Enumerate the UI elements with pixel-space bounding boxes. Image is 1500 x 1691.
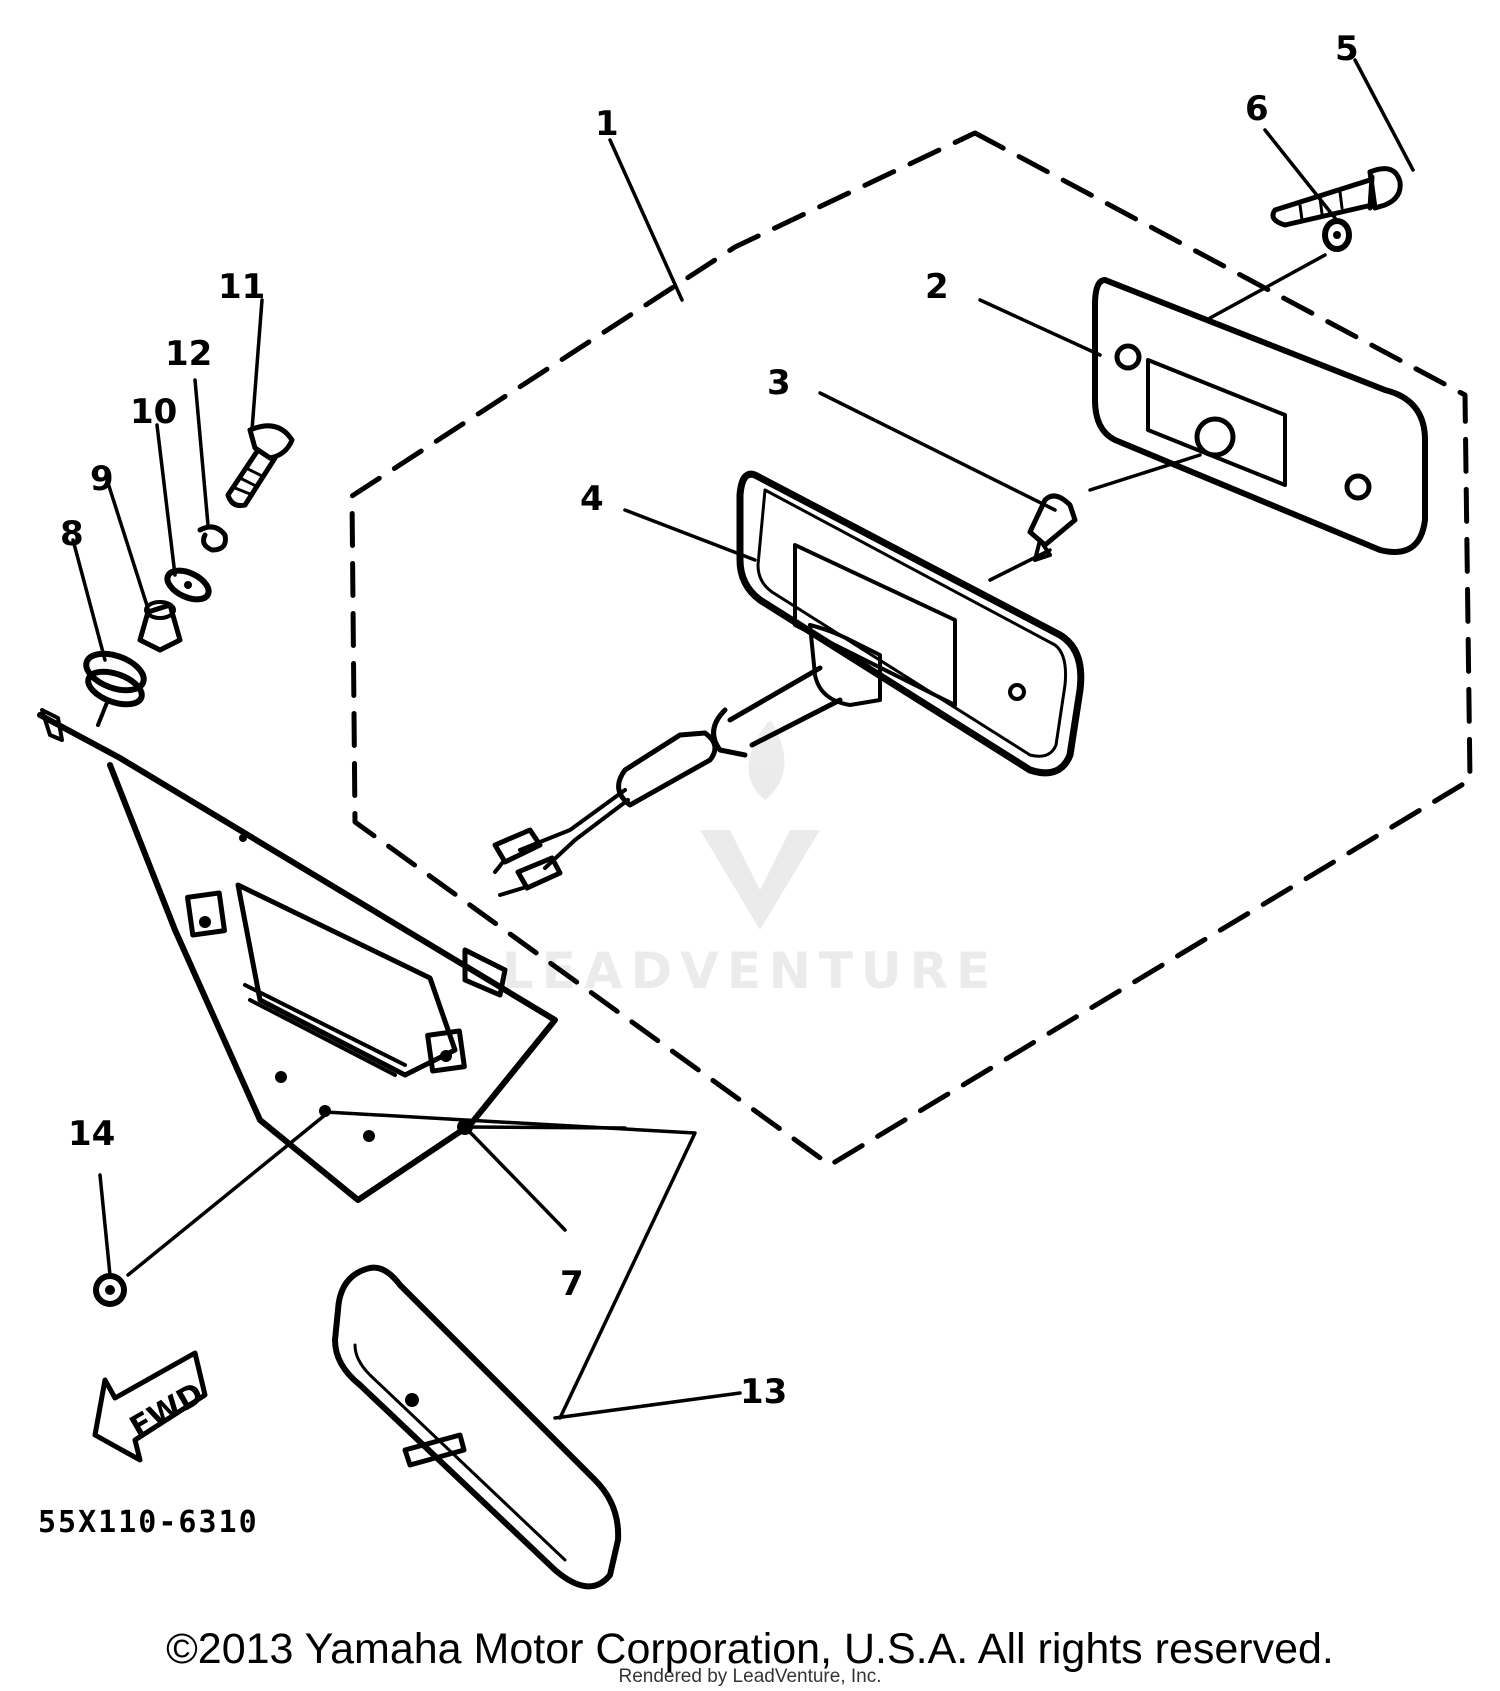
watermark-v-logo-icon xyxy=(700,830,820,930)
part-8-grommet xyxy=(83,650,147,727)
callout-7: 7 xyxy=(560,1264,584,1304)
part-3-bulb xyxy=(1027,493,1078,562)
callout-5: 5 xyxy=(1335,29,1359,69)
copyright-notice: ©2013 Yamaha Motor Corporation, U.S.A. A… xyxy=(166,1625,1334,1673)
watermark-text: LEADVENTURE xyxy=(502,942,998,1000)
callout-9: 9 xyxy=(90,459,114,499)
rendered-by-notice: Rendered by LeadVenture, Inc. xyxy=(618,1666,882,1687)
part-6-washer xyxy=(1322,218,1352,252)
fwd-arrow-icon: FWD xyxy=(92,1350,210,1463)
part-12-spring-washer xyxy=(197,524,228,553)
part-13-reflector xyxy=(332,1264,622,1590)
callout-6: 6 xyxy=(1245,89,1269,129)
callout-10: 10 xyxy=(130,392,177,432)
leader-lines xyxy=(71,58,1415,1420)
callout-2: 2 xyxy=(925,267,949,307)
part-2-housing xyxy=(1092,277,1428,555)
part-14-nut xyxy=(93,1273,127,1307)
callouts: 1 2 3 4 5 6 7 8 9 10 11 12 13 14 xyxy=(60,29,1359,1412)
callout-1: 1 xyxy=(595,104,619,144)
part-code-label: 55X110-6310 xyxy=(38,1505,259,1540)
callout-8: 8 xyxy=(60,514,84,554)
part-11-bolt xyxy=(225,423,295,508)
part-4-taillight xyxy=(492,470,1085,897)
watermark: LEADVENTURE xyxy=(502,720,998,1000)
callout-13: 13 xyxy=(740,1372,787,1412)
callout-4: 4 xyxy=(580,479,604,519)
assembly-outline xyxy=(349,130,1473,1168)
callout-14: 14 xyxy=(68,1114,115,1154)
part-10-plate-washer xyxy=(164,567,212,603)
callout-3: 3 xyxy=(767,363,791,403)
callout-12: 12 xyxy=(165,334,212,374)
part-5-screw xyxy=(1270,166,1403,228)
part-9-collar xyxy=(137,600,183,653)
bracket-plate xyxy=(37,708,558,1203)
callout-11: 11 xyxy=(218,267,265,307)
